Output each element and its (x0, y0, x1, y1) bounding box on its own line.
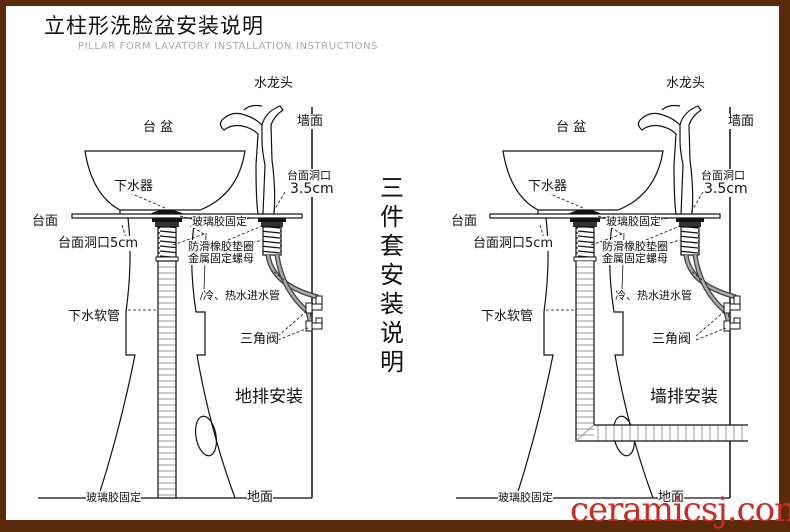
center-title: 三 件 套 安 装 说 明 (377, 174, 407, 377)
label-install-type: 地排安装 (235, 387, 303, 407)
label-counter-hole: 台面洞口5cm (473, 236, 554, 251)
label-faucet-hole-size: 3.5cm (704, 181, 748, 197)
label-floor: 地面 (658, 490, 685, 505)
diagram-drawing (6, 6, 748, 520)
label-drain-hose: 下水软管 (481, 309, 534, 324)
center-title-char: 套 (380, 232, 404, 260)
label-floor: 地面 (247, 490, 274, 505)
label-bottom-glue: 玻璃胶固定 (86, 491, 141, 504)
drain-hose-wall (575, 261, 748, 442)
label-install-type: 墙排安装 (650, 387, 718, 407)
label-rubber-gasket: 防滑橡胶垫圈 (188, 240, 254, 253)
label-faucet-hole: 台面洞口 (287, 169, 331, 182)
label-rubber-gasket: 防滑橡胶垫圈 (602, 240, 668, 253)
label-basin: 台 盆 (556, 120, 587, 135)
label-inlet-hose: 冷、热水进水管 (203, 289, 280, 302)
label-countertop: 台面 (32, 214, 59, 229)
label-bottom-glue: 玻璃胶固定 (498, 491, 553, 504)
page-title: 立柱形洗脸盆安装说明 (44, 14, 264, 38)
label-glass-glue: 玻璃胶固定 (606, 215, 661, 228)
label-drain-hose: 下水软管 (68, 309, 121, 324)
label-wall: 墙面 (728, 114, 755, 129)
watermark: ceramicsj.com (570, 490, 790, 530)
center-title-char: 件 (380, 203, 404, 231)
label-metal-nut: 金属固定螺母 (602, 252, 668, 265)
label-counter-hole: 台面洞口5cm (58, 236, 139, 251)
label-angle-valve: 三角阀 (240, 332, 280, 347)
center-title-char: 说 (380, 319, 404, 347)
label-countertop: 台面 (451, 214, 478, 229)
label-wall: 墙面 (297, 114, 324, 129)
label-drain: 下水器 (528, 179, 568, 194)
panel-floor-drain (38, 106, 322, 499)
label-faucet: 水龙头 (666, 76, 706, 91)
diagram-frame: 立柱形洗脸盆安装说明 PILLAR FORM LAVATORY INSTALLA… (6, 6, 779, 520)
label-faucet-hole: 台面洞口 (701, 169, 745, 182)
page-subtitle: PILLAR FORM LAVATORY INSTALLATION INSTRU… (78, 41, 379, 52)
label-faucet: 水龙头 (254, 76, 294, 91)
center-title-char: 三 (380, 174, 404, 202)
label-drain: 下水器 (114, 179, 154, 194)
center-title-char: 装 (380, 290, 404, 318)
label-metal-nut: 金属固定螺母 (188, 252, 254, 265)
center-title-char: 明 (380, 348, 404, 376)
drain-hose-vertical (157, 260, 177, 499)
label-glass-glue: 玻璃胶固定 (192, 215, 247, 228)
label-angle-valve: 三角阀 (652, 332, 692, 347)
center-title-char: 安 (380, 261, 404, 289)
label-basin: 台 盆 (143, 120, 174, 135)
panel-wall-drain (456, 106, 748, 499)
label-inlet-hose: 冷、热水进水管 (615, 289, 692, 302)
label-faucet-hole-size: 3.5cm (290, 181, 334, 197)
